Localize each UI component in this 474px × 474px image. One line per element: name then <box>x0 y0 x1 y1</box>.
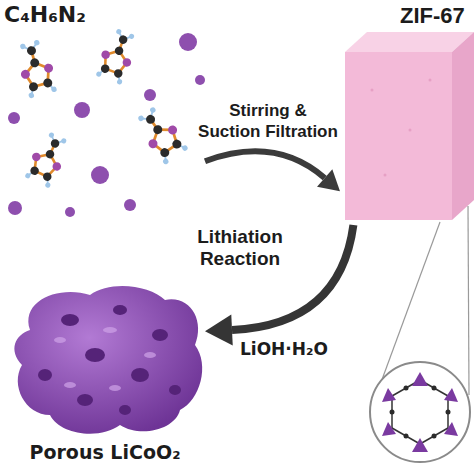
porous-particle: Porous LiCoO₂ <box>5 285 205 470</box>
process-arrow <box>205 151 325 178</box>
ligand-group: C₄H₆N₂ <box>0 0 205 215</box>
arrow-head <box>317 169 340 191</box>
arrow-head <box>205 314 233 345</box>
node-label: ZIF-67 <box>400 3 465 29</box>
zif-cube: ZIF-67 <box>340 0 474 225</box>
step-label: Lithiation Reaction <box>190 226 290 270</box>
reagent-label: LiOH·H₂O <box>240 338 328 360</box>
step-label: Stirring & Suction Filtration <box>197 100 339 142</box>
node-label: Porous LiCoO₂ <box>30 440 181 464</box>
node-label: C₄H₆N₂ <box>4 2 86 28</box>
